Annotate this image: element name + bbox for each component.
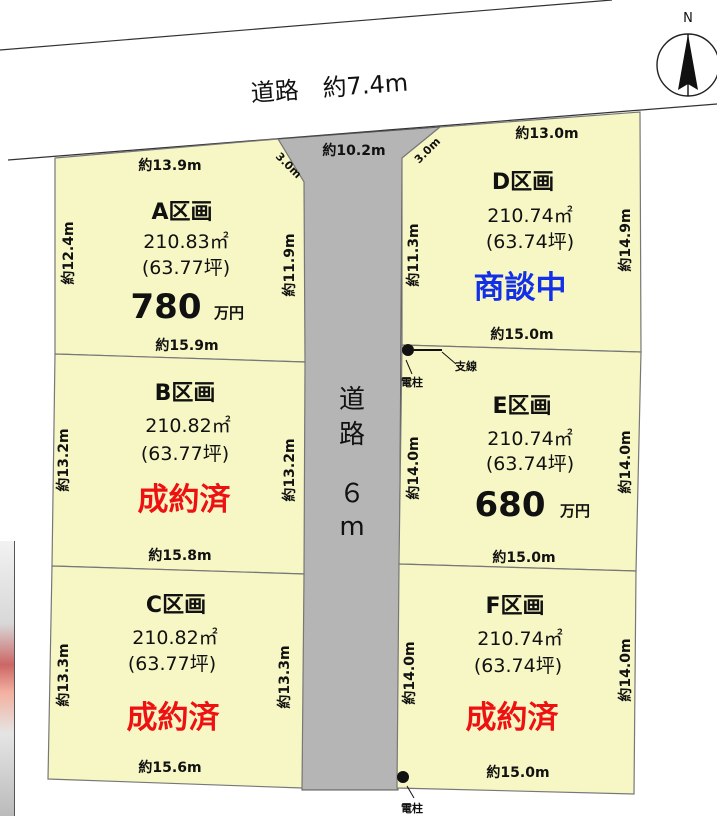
upper-road-edge [0,0,613,51]
lot-a-left-dim: 約12.4m [60,221,77,284]
lot-a-price-unit: 万円 [213,304,244,322]
lot-d-right-dim: 約14.9m [617,208,634,271]
lot-d-title: D区画 [492,170,554,195]
road-char-4: m [339,512,364,542]
lot-e-price-unit: 万円 [559,502,590,520]
lot-c-status: 成約済 [127,700,221,736]
lower-road-edge [7,103,717,161]
lot-e-area: 210.74㎡ [487,427,572,450]
lot-b-area: 210.82㎡ [145,414,230,437]
upper-road-label: 道路 約7.4m [250,69,409,108]
road-char-3: ６ [339,479,365,509]
lot-f-right-dim: 約14.0m [617,638,634,701]
lot-d-area: 210.74㎡ [487,204,572,227]
lot-c-bottom-dim: 約15.6m [138,759,201,776]
lot-a-top-dim: 約13.9m [138,157,201,174]
lot-a-shape [54,138,306,363]
lot-b-status: 成約済 [138,482,232,518]
lot-f-status: 成約済 [466,700,560,736]
lot-e-price: 680 [475,485,546,525]
lot-e-right-dim: 約14.0m [617,430,634,493]
lot-d-tsubo: (63.74坪) [486,231,574,253]
lot-d-bottom-dim: 約15.0m [490,326,553,343]
side-photo-strip [0,541,15,816]
lot-f-title: F区画 [485,594,544,619]
lot-c-left-dim: 約13.3m [55,643,72,706]
lot-e-bottom-dim: 約15.0m [492,549,555,566]
lot-a-area: 210.83㎡ [143,230,228,253]
utility-pole-top-icon [402,344,457,375]
north-arrow-icon [656,33,717,97]
lot-b-right-dim: 約13.2m [281,438,298,501]
lot-c-area: 210.82㎡ [132,626,217,649]
lot-f-shape [396,563,637,795]
lot-b-left-dim: 約13.2m [55,428,72,491]
north-label: N [683,11,693,26]
stay-wire-label: 支線 [454,359,477,373]
lot-b-tsubo: (63.77坪) [141,443,229,465]
lot-b-bottom-dim: 約15.8m [148,547,211,564]
lot-f-left-dim: 約14.0m [401,641,418,704]
pole-bottom-label: 電柱 [401,801,423,815]
lot-a-title: A区画 [151,200,212,225]
road-char-2: 路 [339,420,365,450]
utility-pole-bottom-icon [397,771,415,799]
road-char-1: 道 [339,385,365,415]
lot-f-area: 210.74㎡ [477,627,562,650]
lot-c-shape [47,565,305,789]
lot-e-left-dim: 約14.0m [405,436,422,499]
lot-a-price: 780 [131,287,202,327]
lot-b-title: B区画 [155,381,216,406]
lot-d-left-dim: 約11.3m [405,223,422,286]
lot-e-tsubo: (63.74坪) [486,453,574,475]
road-width-top-label: 約10.2m [322,142,385,159]
lot-f-bottom-dim: 約15.0m [486,764,549,781]
lot-e-title: E区画 [492,394,551,419]
lot-a-bottom-dim: 約15.9m [155,337,218,354]
lot-a-right-dim: 約11.9m [281,233,298,296]
lot-c-tsubo: (63.77坪) [128,653,216,675]
lot-a-tsubo: (63.77坪) [142,257,230,279]
lot-d-status: 商談中 [474,270,567,306]
pole-top-label: 電柱 [401,375,423,389]
lot-c-title: C区画 [146,593,206,618]
lot-d-top-dim: 約13.0m [515,125,578,142]
lot-c-right-dim: 約13.3m [276,645,293,708]
lot-f-tsubo: (63.74坪) [474,655,562,677]
